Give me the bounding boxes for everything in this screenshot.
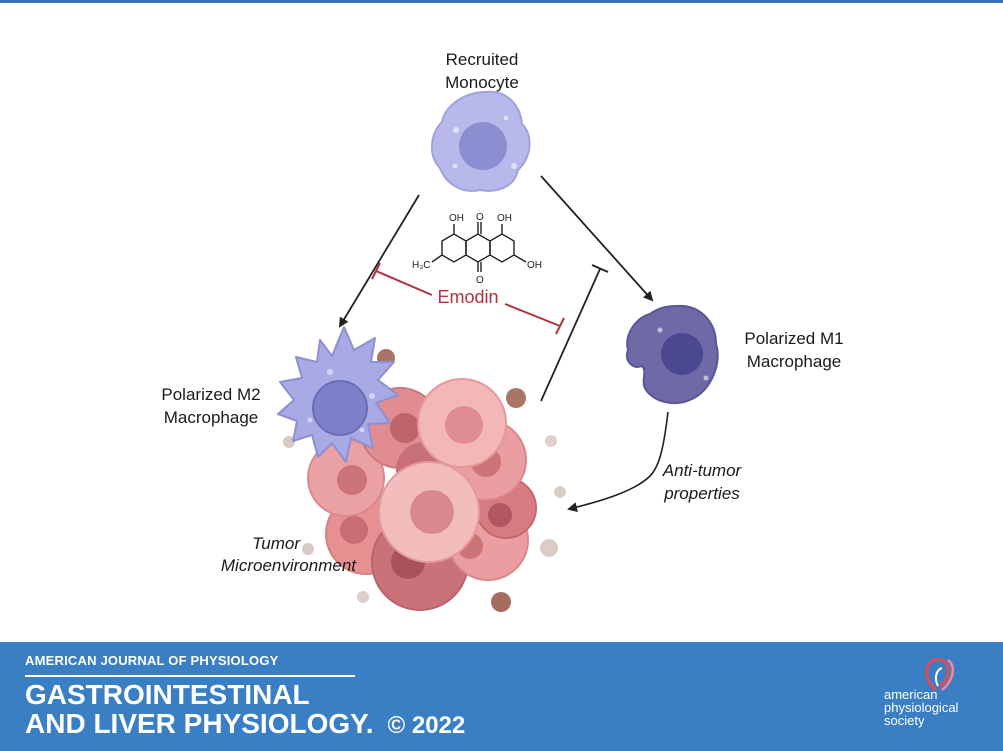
- journal-series-name: AMERICAN JOURNAL OF PHYSIOLOGY: [25, 653, 279, 668]
- emodin-carbonyl-bottom: O: [476, 275, 484, 286]
- top-rule: [0, 0, 1003, 3]
- inhibition-tumor-to-m1: [540, 268, 601, 402]
- arrow-monocyte-to-m2: [338, 194, 420, 328]
- diagram-figure: OH O OH H₃C O OH Recruited Monocyte Emod…: [161, 50, 844, 612]
- society-name-line2: physiological: [884, 700, 959, 715]
- arrow-monocyte-to-m1: [540, 175, 654, 302]
- m1-macrophage-cell: [626, 304, 719, 405]
- emodin-inhibition: [371, 262, 565, 335]
- emodin-hydroxyl-bottom: OH: [527, 260, 542, 271]
- inhibition-bar-tumor: [591, 264, 609, 273]
- m2-macrophage-cell: [277, 326, 399, 463]
- emodin-hydroxyl-left: OH: [449, 213, 464, 224]
- label-m1-line1: Polarized M1: [744, 329, 843, 348]
- journal-divider: [25, 675, 355, 677]
- label-tumor-line1: Tumor: [252, 534, 301, 553]
- recruited-monocyte-cell: [431, 90, 531, 192]
- arrow-m1-to-tumor: [567, 411, 669, 512]
- journal-banner: AMERICAN JOURNAL OF PHYSIOLOGY GASTROINT…: [0, 642, 1003, 751]
- label-m2-line1: Polarized M2: [161, 385, 260, 404]
- copyright: © 2022: [387, 712, 466, 739]
- journal-title-line2: AND LIVER PHYSIOLOGY.: [25, 708, 374, 739]
- emodin-methyl: H₃C: [412, 260, 431, 271]
- label-antitumor-line1: Anti-tumor: [662, 461, 743, 480]
- label-m2-line2: Macrophage: [164, 408, 259, 427]
- label-monocyte-line1: Recruited: [446, 50, 519, 69]
- journal-title-line2-wrap: AND LIVER PHYSIOLOGY. © 2022: [25, 709, 465, 740]
- society-name-line1: american: [884, 687, 938, 702]
- label-m1-line2: Macrophage: [747, 352, 842, 371]
- label-antitumor-line2: properties: [663, 484, 740, 503]
- society-name-line3: society: [884, 713, 925, 728]
- label-tumor-line2: Microenvironment: [221, 556, 357, 575]
- emodin-structure: [431, 222, 527, 272]
- journal-title: GASTROINTESTINAL AND LIVER PHYSIOLOGY. © …: [25, 680, 465, 740]
- emodin-carbonyl-top: O: [476, 212, 484, 223]
- label-emodin: Emodin: [437, 287, 498, 307]
- label-monocyte-line2: Monocyte: [445, 73, 519, 92]
- emodin-hydroxyl-right: OH: [497, 213, 512, 224]
- journal-title-line1: GASTROINTESTINAL: [25, 679, 310, 710]
- society-name: american physiological society: [884, 688, 958, 727]
- aps-logo-icon: [925, 657, 955, 692]
